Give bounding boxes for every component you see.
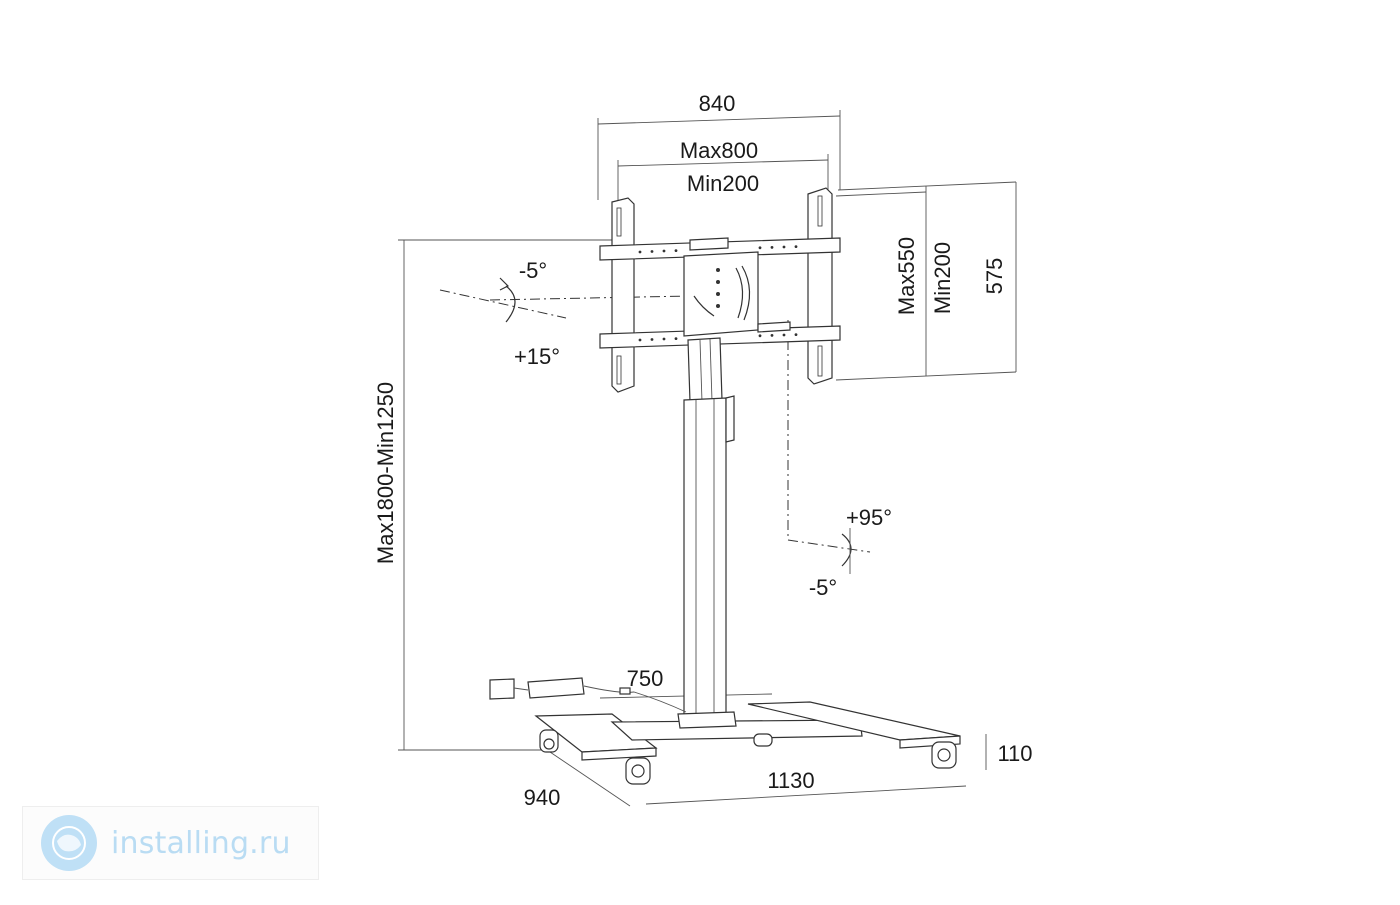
label-base-length: 1130 bbox=[767, 768, 814, 793]
telescopic-column bbox=[683, 337, 735, 723]
label-tilt-down: +15° bbox=[514, 344, 560, 369]
label-rotate-minus: -5° bbox=[809, 575, 837, 600]
vesa-bracket bbox=[599, 187, 841, 393]
label-vesa-min-height: Min200 bbox=[930, 242, 955, 314]
dimension-840 bbox=[597, 110, 841, 200]
globe-logo-icon bbox=[41, 815, 97, 871]
rail-holes bbox=[638, 245, 798, 342]
caster-wheel bbox=[931, 741, 957, 769]
label-bracket-height: 575 bbox=[982, 258, 1007, 295]
label-base-depth: 940 bbox=[524, 785, 561, 810]
dimension-1130 bbox=[645, 785, 967, 805]
watermark: installing.ru bbox=[22, 806, 319, 880]
dimension-vesa-width bbox=[617, 154, 829, 200]
label-vesa-max-width: Max800 bbox=[680, 138, 758, 163]
caster-wheels bbox=[539, 729, 957, 785]
dimension-940 bbox=[549, 751, 631, 807]
label-base-height: 110 bbox=[997, 741, 1032, 766]
label-rotate-plus: +95° bbox=[846, 505, 892, 530]
caster-wheel bbox=[625, 757, 651, 785]
dimension-stand-height bbox=[398, 239, 620, 751]
label-column-depth: 750 bbox=[627, 666, 664, 691]
watermark-text: installing.ru bbox=[111, 825, 291, 861]
label-stand-height: Max1800-Min1250 bbox=[373, 382, 398, 564]
rotation-indicator bbox=[787, 320, 871, 574]
dimension-vesa-height bbox=[835, 181, 1017, 381]
control-box bbox=[489, 677, 687, 713]
caster-wheel bbox=[753, 733, 773, 747]
mobile-base bbox=[534, 701, 961, 761]
tilt-indicator bbox=[439, 277, 691, 323]
caster-wheel bbox=[539, 729, 559, 753]
label-vesa-max-height: Max550 bbox=[894, 237, 919, 315]
label-overall-width: 840 bbox=[699, 91, 736, 116]
label-tilt-up: -5° bbox=[519, 258, 547, 283]
label-vesa-min-width: Min200 bbox=[687, 171, 759, 196]
